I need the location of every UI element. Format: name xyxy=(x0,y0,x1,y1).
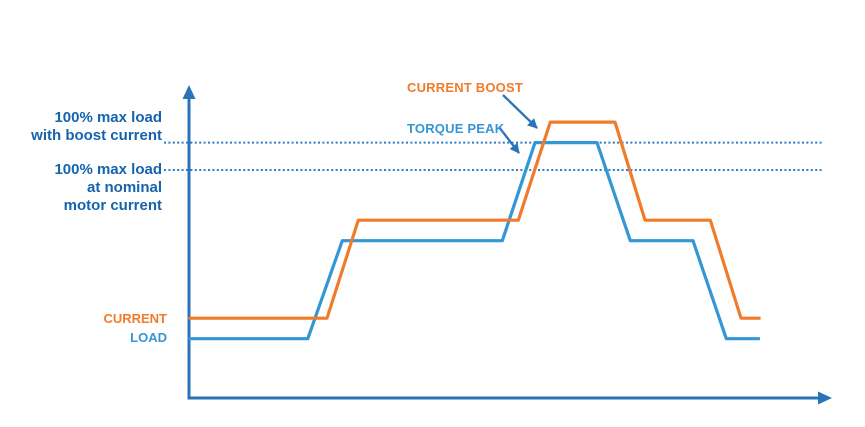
label-load-series: LOAD xyxy=(130,330,167,345)
y-axis-arrowhead-icon xyxy=(182,85,196,99)
current-boost-arrow-icon xyxy=(502,94,538,129)
label-current-series: CURRENT xyxy=(103,311,167,326)
x-axis-arrowhead-icon xyxy=(818,391,832,405)
label-max-load-nominal: 100% max load at nominal motor current xyxy=(54,161,162,214)
label-torque-peak: TORQUE PEAK xyxy=(407,121,505,136)
label-max-load-with-boost: 100% max load with boost current xyxy=(31,109,162,144)
load-curve xyxy=(188,141,760,341)
torque-peak-arrow-icon xyxy=(498,126,520,154)
current-curve xyxy=(188,120,761,320)
label-current-boost: CURRENT BOOST xyxy=(407,80,523,95)
